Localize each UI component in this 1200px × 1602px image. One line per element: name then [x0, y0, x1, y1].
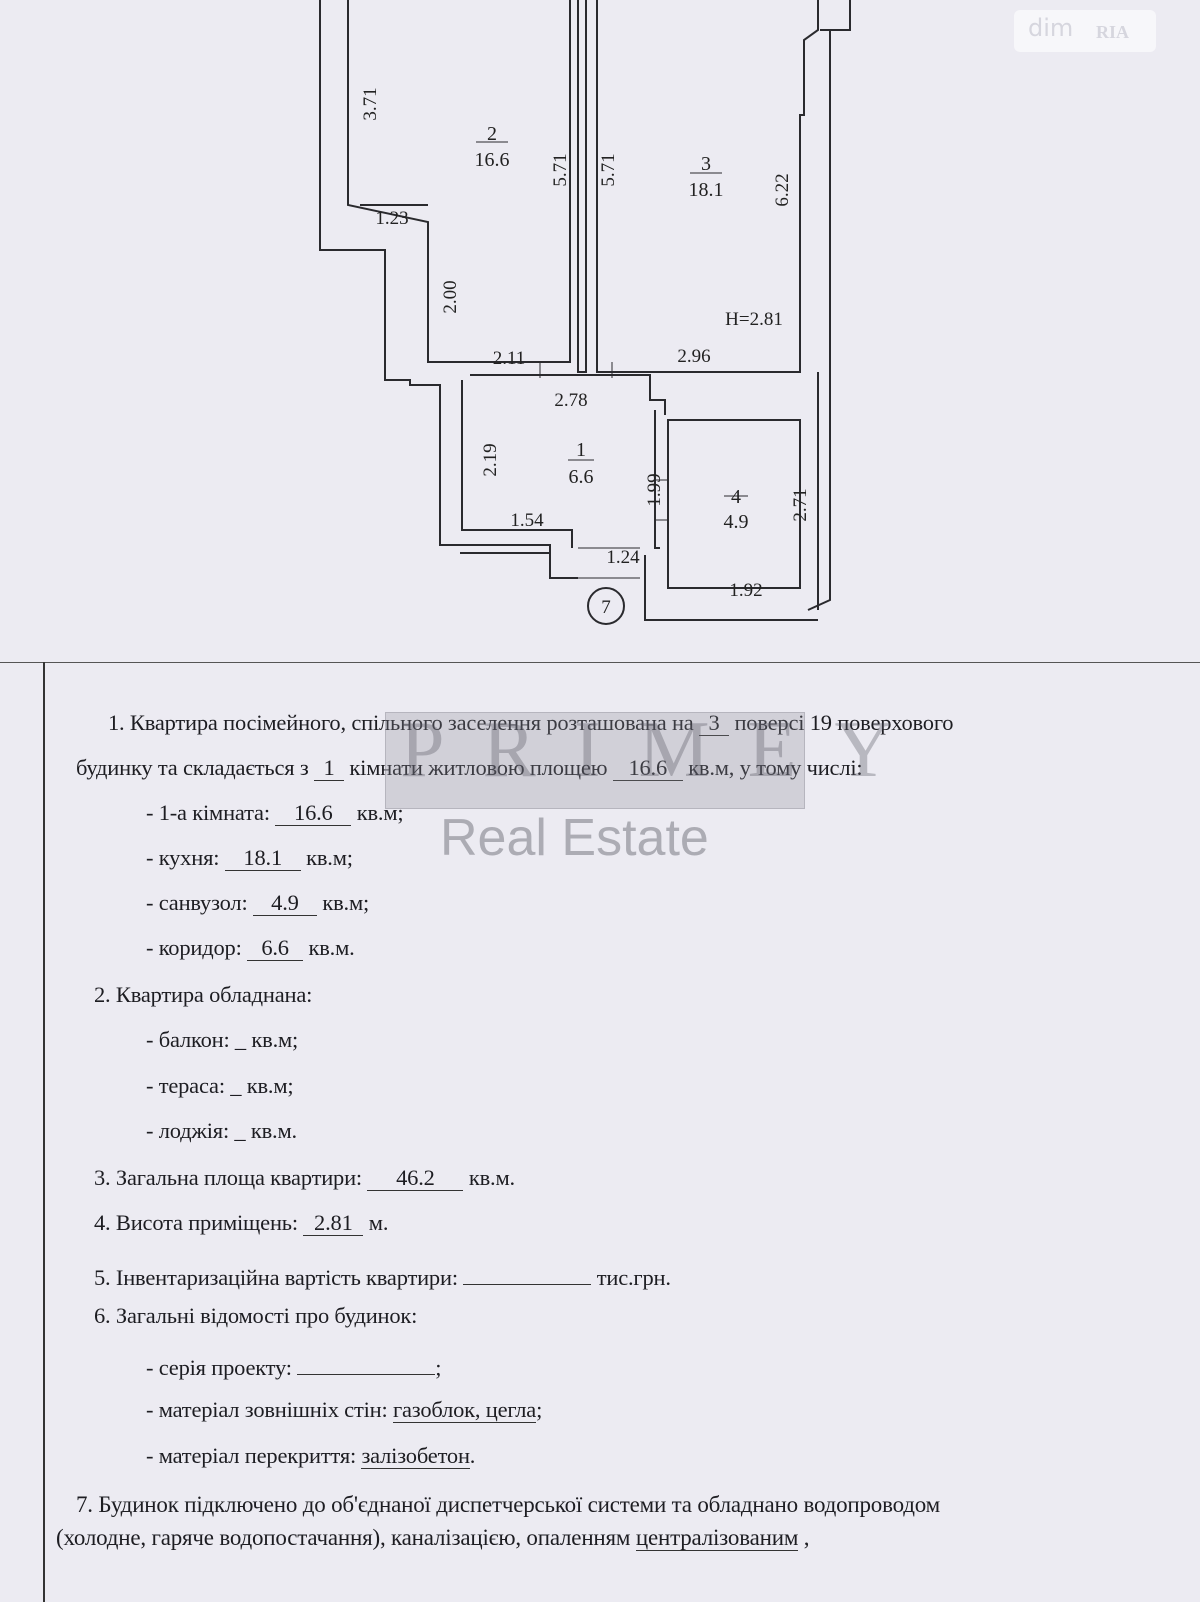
wall [347, 0, 571, 363]
wall [461, 380, 573, 548]
room1-line: - 1-а кімната: 16.6 кв.м; [146, 800, 404, 826]
room-area: 6.6 [569, 466, 594, 488]
dimension-label: 5.71 [598, 153, 619, 186]
bath-line: - санвузол: 4.9 кв.м; [146, 890, 370, 916]
dimension-label: 2.19 [480, 443, 501, 476]
room-area: 18.1 [689, 179, 724, 201]
equipment-heading: 2. Квартира обладнана: [94, 982, 313, 1007]
dimension-label: 2.78 [554, 390, 587, 411]
wall [820, 0, 851, 31]
floors-line: - матеріал перекриття: залізобетон. [146, 1443, 476, 1469]
dimension-label: 5.71 [550, 153, 571, 186]
wall [654, 410, 660, 549]
walls-line: - матеріал зовнішніх стін: газоблок, цег… [146, 1397, 543, 1423]
entrance-number: 7 [601, 597, 611, 618]
building-heading: 6. Загальні відомості про будинок: [94, 1303, 418, 1328]
left-border [43, 662, 45, 1602]
dimension-label: 2.71 [790, 488, 811, 521]
terrace-line: - тераса: _ кв.м; [146, 1073, 294, 1098]
utilities-line-2: (холодне, гаряче водопостачання), каналі… [56, 1525, 810, 1552]
dimension-label: 1.99 [644, 473, 665, 506]
dimension-label: 3.71 [360, 87, 381, 120]
loggia-line: - лоджія: _ кв.м. [146, 1118, 297, 1143]
watermark-logo: PRIMEY [400, 706, 931, 794]
dimension-label: 1.92 [729, 580, 762, 601]
dimension-label: 2.11 [493, 348, 526, 369]
room-number: 1 [576, 439, 586, 461]
doc-line-1: 1. Квартира посімейного, спільного засел… [108, 710, 954, 736]
room-number: 4 [731, 486, 741, 508]
dimension-label: 1.54 [510, 510, 544, 531]
watermark-box [385, 712, 805, 809]
logo-ria-text: RIA [1096, 22, 1130, 42]
corridor-line: - коридор: 6.6 кв.м. [146, 935, 355, 961]
dimension-label: 2.96 [677, 346, 710, 367]
watermark-text: Real Estate [440, 809, 709, 867]
total-area-line: 3. Загальна площа квартири: 46.2 кв.м. [94, 1165, 515, 1191]
room-number: 2 [487, 123, 497, 145]
room-area: 16.6 [475, 149, 510, 171]
kitchen-line: - кухня: 18.1 кв.м; [146, 845, 353, 871]
wall [807, 30, 831, 611]
room-number: 3 [701, 153, 711, 175]
ceiling-height: H=2.81 [725, 309, 783, 330]
value-line: 5. Інвентаризаційна вартість квартири: т… [94, 1260, 671, 1291]
dim-ria-logo: dim RIA [1014, 10, 1156, 52]
wall [596, 0, 819, 373]
balcony-line: - балкон: _ кв.м; [146, 1027, 299, 1052]
utilities-line-1: 7. Будинок підключено до об'єднаної дисп… [76, 1492, 940, 1517]
dimension-label: 6.22 [772, 173, 793, 206]
dimension-label: 2.00 [440, 280, 461, 313]
wall [644, 555, 818, 621]
entrance-marker [587, 587, 625, 625]
dimension-label: 1.23 [375, 208, 408, 229]
dimension-label: 1.24 [606, 547, 640, 568]
ceiling-line: 4. Висота приміщень: 2.81 м. [94, 1210, 389, 1236]
floor-plan: 2 16.6 3 18.1 1 6.6 4 4.9 3.71 5.71 5.71… [319, 0, 851, 625]
room-area: 4.9 [724, 511, 749, 533]
wall [470, 374, 666, 415]
wall [667, 419, 801, 589]
wall [577, 0, 587, 373]
series-line: - серія проекту: ; [146, 1350, 442, 1381]
divider [0, 662, 1200, 663]
wall [319, 0, 578, 579]
doc-line-2: будинку та складається з 1 кімнати житло… [76, 755, 863, 781]
logo-dim-text: dim [1028, 14, 1074, 42]
